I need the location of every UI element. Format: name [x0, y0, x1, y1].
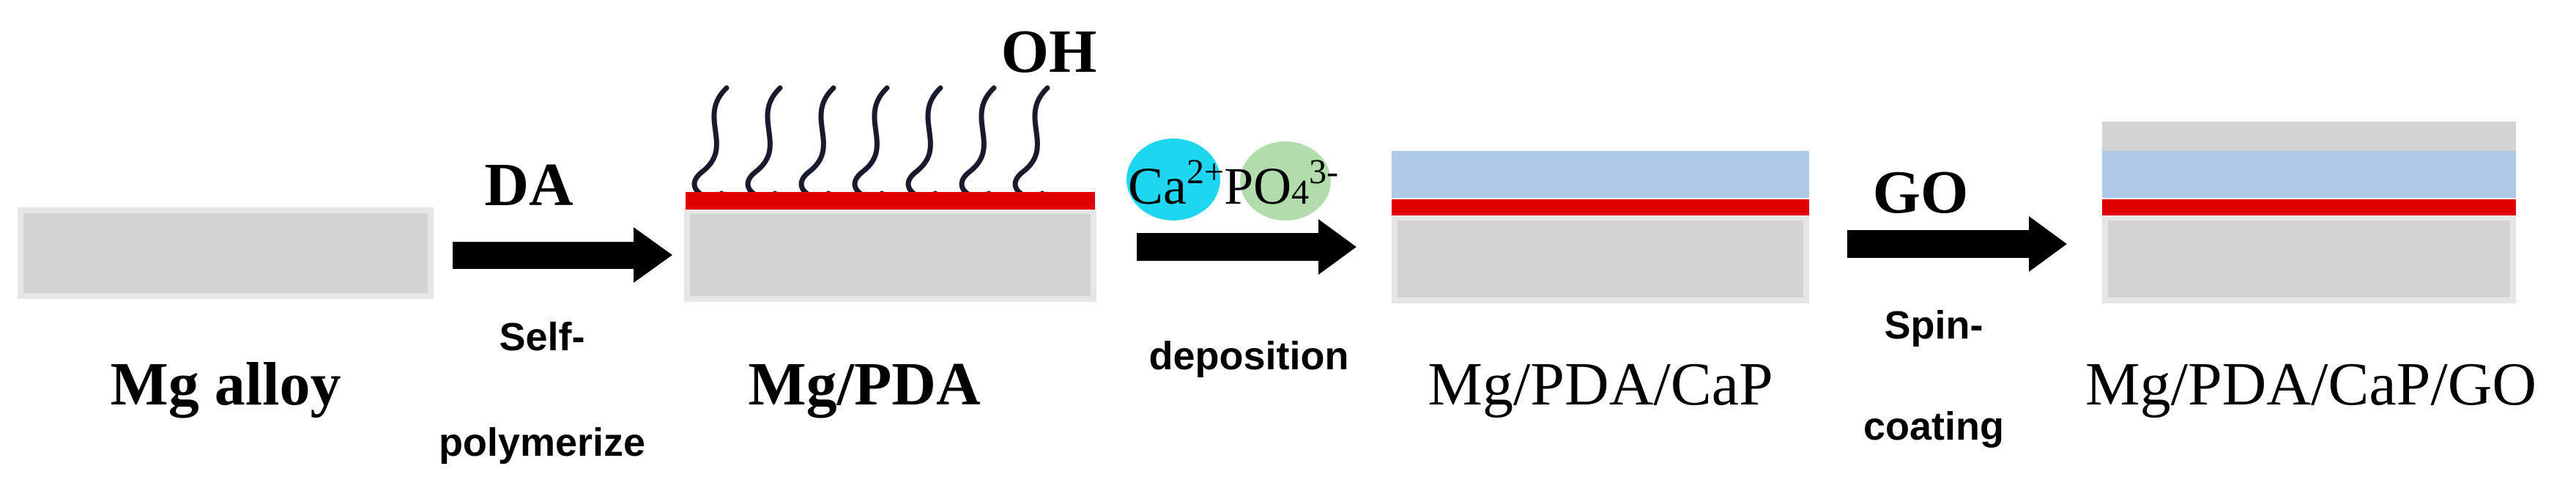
mg-pda-cap-label: Mg/PDA/CaP: [1428, 350, 1773, 418]
ca-label: Ca: [1128, 157, 1187, 215]
mg-pda-cap-pda-layer: [1392, 199, 1809, 215]
stage-mg-alloy: Mg alloy: [18, 207, 434, 418]
oh-chain-6: [959, 85, 997, 202]
oh-chain-4: [852, 85, 890, 202]
ca-charge: 2+: [1187, 152, 1224, 191]
ca-ion-circle: [1126, 138, 1220, 221]
coating-label: coating: [1863, 404, 2004, 448]
da-label: DA: [484, 151, 574, 219]
mg-alloy-label: Mg alloy: [111, 350, 341, 418]
oh-chain-5: [905, 85, 943, 202]
po4-ion-circle: [1240, 141, 1331, 221]
ion-formula: Ca2+PO43-: [1128, 152, 1338, 215]
go-reagent-label: GO: [1873, 158, 1969, 226]
mg-pda-cap-go-pda-layer: [2102, 199, 2516, 215]
oh-chain-7: [1012, 85, 1050, 202]
spin-label: Spin-: [1885, 303, 1983, 347]
mg-pda-substrate: [684, 208, 1096, 302]
stage-mg-pda: OH Mg/PDA: [684, 18, 1097, 418]
oh-chain-2: [745, 85, 783, 202]
oh-chain-1: [691, 85, 730, 202]
mg-pda-label: Mg/PDA: [748, 350, 981, 418]
po-subscript: 4: [1291, 173, 1309, 212]
mg-pda-cap-go-cap-layer: [2102, 151, 2516, 198]
step-3-spin-coating: GO Spin- coating: [1847, 158, 2067, 448]
pda-layer: [686, 192, 1095, 210]
polymerize-label: polymerize: [439, 421, 645, 465]
mg-pda-cap-go-substrate: [2102, 215, 2516, 303]
go-layer: [2102, 122, 2516, 151]
stage-mg-pda-cap: Mg/PDA/CaP: [1392, 151, 1809, 418]
oh-chains: [691, 85, 1050, 202]
arrow-1: [453, 227, 672, 283]
stage-mg-pda-cap-go: Mg/PDA/CaP/GO: [2085, 122, 2536, 418]
mg-pda-cap-go-label: Mg/PDA/CaP/GO: [2085, 350, 2536, 418]
oh-label: OH: [1001, 18, 1097, 86]
mg-alloy-substrate: [18, 207, 434, 299]
po-charge: 3-: [1309, 152, 1338, 191]
self-label: Self-: [499, 315, 584, 359]
oh-chain-3: [798, 85, 836, 202]
po-label: PO: [1224, 157, 1291, 215]
mg-pda-cap-substrate: [1392, 215, 1809, 303]
deposition-label: deposition: [1149, 334, 1349, 378]
arrow-3: [1847, 216, 2067, 272]
arrow-2: [1137, 219, 1356, 275]
cap-layer: [1392, 151, 1809, 198]
step-1-self-polymerize: DA Self- polymerize: [439, 151, 672, 465]
step-2-deposition: Ca2+PO43- deposition: [1126, 138, 1356, 378]
